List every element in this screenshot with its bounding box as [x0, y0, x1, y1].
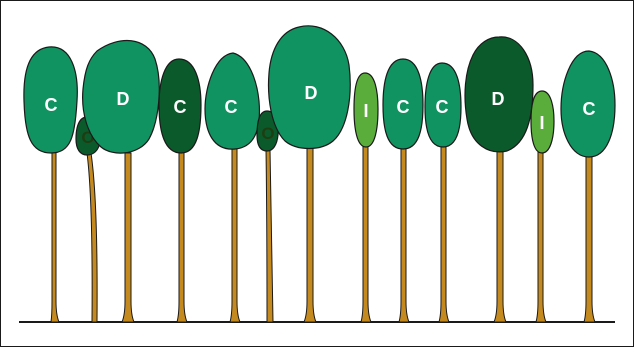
tree-13: C [560, 50, 616, 323]
trunk [583, 152, 596, 323]
trunk [265, 148, 274, 323]
tree-5: C [204, 52, 261, 323]
crown [424, 62, 462, 148]
tree-1: C [23, 46, 78, 323]
tree-label: D [305, 83, 318, 103]
trunk [398, 146, 410, 323]
crown [82, 39, 160, 154]
trunk [360, 144, 372, 323]
tree-2: O [75, 116, 101, 323]
tree-label: C [583, 99, 596, 119]
crown [158, 58, 202, 154]
trunk [438, 146, 450, 323]
tree-label: D [117, 89, 130, 109]
trunk [176, 150, 188, 323]
tree-label: C [45, 95, 58, 115]
tree-6: O [256, 110, 279, 323]
crown [530, 90, 555, 154]
tree-9: C [382, 58, 424, 323]
trunk [50, 150, 60, 323]
trunk [121, 152, 135, 323]
tree-label: C [225, 97, 238, 117]
crown [23, 46, 78, 154]
tree-12: I [530, 90, 555, 323]
trunk [229, 148, 241, 323]
trunk [493, 148, 507, 323]
crown [204, 52, 261, 150]
crown [382, 58, 424, 150]
tree-label: C [436, 97, 449, 117]
tree-10: C [424, 62, 462, 323]
tree-label: C [397, 97, 410, 117]
tree-3: D [82, 39, 160, 323]
tree-label: D [492, 89, 505, 109]
crown [267, 25, 351, 150]
trunk [535, 150, 547, 323]
trunk [303, 146, 317, 323]
tree-8: I [353, 72, 379, 323]
tree-label: I [363, 101, 368, 121]
tree-label: I [539, 113, 544, 133]
crown [353, 72, 379, 148]
trunk [86, 152, 98, 323]
tree-label: C [174, 97, 187, 117]
crown [464, 36, 534, 153]
tree-label: O [261, 124, 274, 143]
tree-7: D [267, 25, 351, 323]
crown [560, 50, 616, 158]
tree-4: C [158, 58, 202, 323]
tree-11: D [464, 36, 534, 323]
